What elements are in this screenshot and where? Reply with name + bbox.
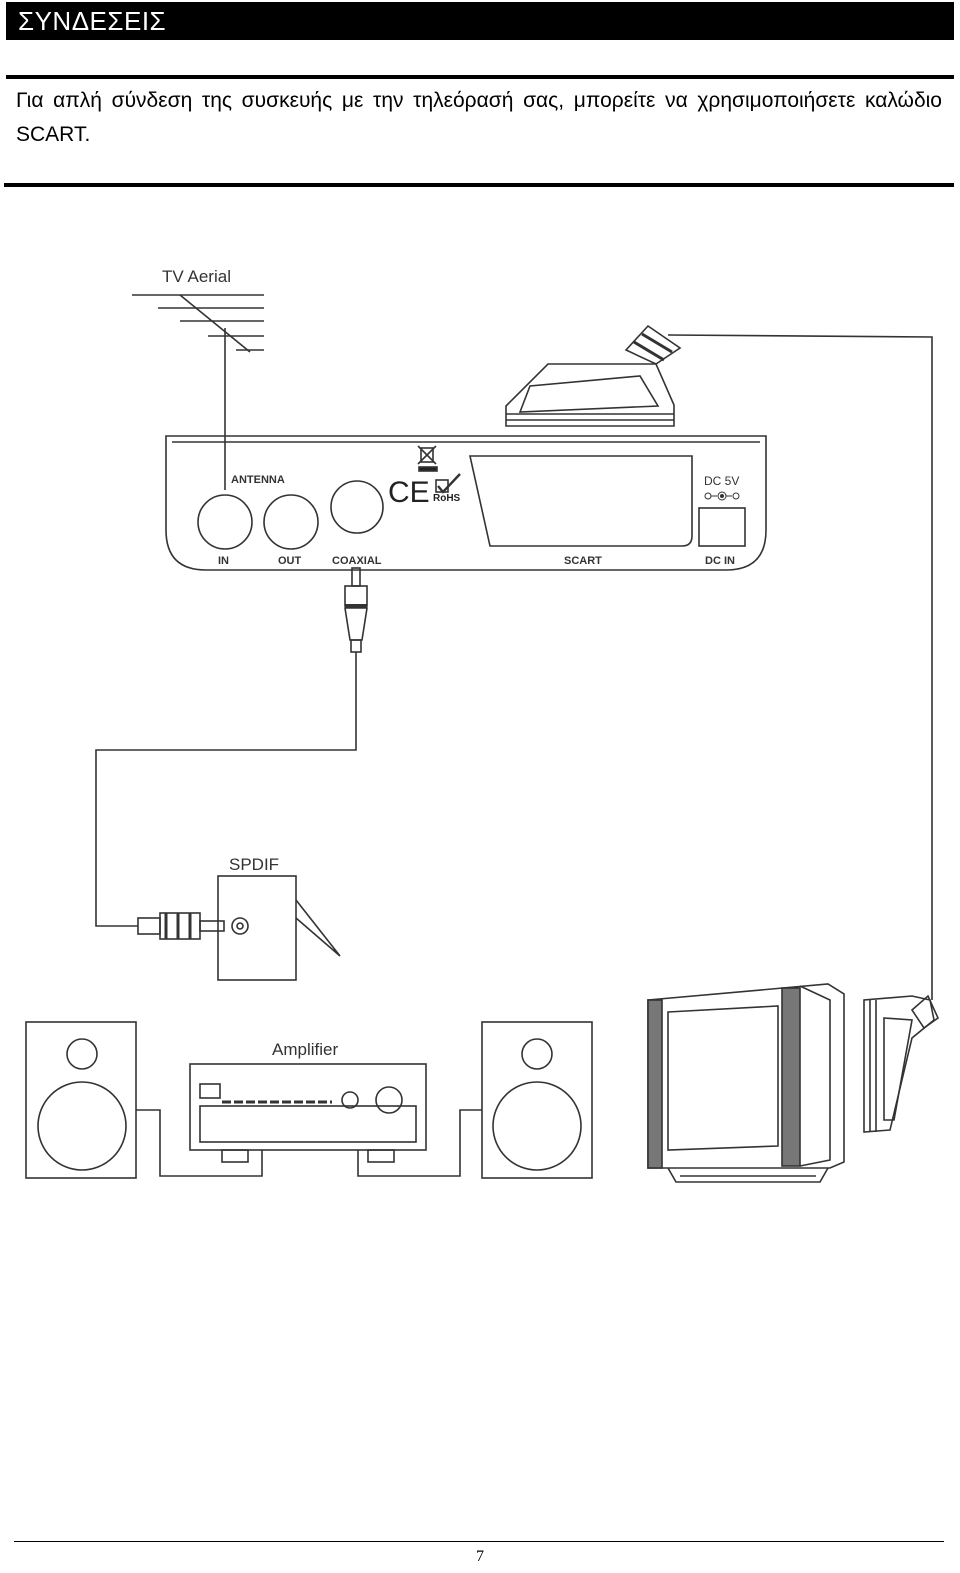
dc-in-jack-icon xyxy=(698,507,746,547)
receiver-back-panel xyxy=(165,435,767,571)
spdif-label: SPDIF xyxy=(229,855,279,874)
scart-cable xyxy=(667,334,933,1000)
connection-diagram: TV Aerial ANTENNA IN OUT COAXIAL CE RoHS… xyxy=(25,267,940,1183)
rohs-check-icon xyxy=(435,473,461,494)
rohs-mark: RoHS xyxy=(433,493,461,504)
scart-plug-icon xyxy=(505,324,682,427)
dc-in-label: DC IN xyxy=(705,555,735,567)
tv-aerial-label: TV Aerial xyxy=(162,267,231,286)
dc-voltage-label: DC 5V xyxy=(704,474,739,488)
tv-aerial-icon xyxy=(132,294,264,490)
right-speaker-wire xyxy=(357,1109,482,1177)
coaxial-port-label: COAXIAL xyxy=(332,555,382,567)
dc-polarity-icon xyxy=(704,491,740,501)
in-port-label: IN xyxy=(218,555,229,567)
page-number: 7 xyxy=(476,1548,484,1565)
section-title: ΣΥΝΔΕΣΕΙΣ xyxy=(18,6,167,36)
intro-paragraph: Για απλή σύνδεση της συσκευής με την τηλ… xyxy=(16,89,942,146)
antenna-label: ANTENNA xyxy=(231,474,285,486)
spdif-rca-plug-icon xyxy=(137,912,249,940)
left-speaker-wire xyxy=(136,1109,263,1177)
section-header: ΣΥΝΔΕΣΕΙΣ xyxy=(6,2,954,40)
left-speaker-icon xyxy=(25,1021,137,1179)
ce-mark: CE xyxy=(388,476,430,509)
scart-socket-icon xyxy=(469,455,693,547)
antenna-out-port-icon xyxy=(263,494,319,550)
weee-bin-icon xyxy=(417,445,438,472)
television-icon xyxy=(647,983,845,1183)
amplifier-label: Amplifier xyxy=(272,1040,338,1059)
spdif-input-box xyxy=(217,875,297,981)
right-speaker-icon xyxy=(481,1021,593,1179)
spdif-box-pointer xyxy=(295,899,341,957)
top-divider xyxy=(6,75,954,79)
rca-plug-icon xyxy=(344,567,368,653)
amplifier-icon xyxy=(189,1063,427,1163)
bottom-divider xyxy=(4,183,954,187)
footer-divider xyxy=(14,1541,944,1542)
scart-socket-label: SCART xyxy=(564,555,602,567)
coaxial-port-icon xyxy=(330,480,384,534)
coaxial-cable xyxy=(95,652,357,927)
antenna-in-port-icon xyxy=(197,494,253,550)
out-port-label: OUT xyxy=(278,555,302,567)
tv-scart-plug-icon xyxy=(863,994,940,1133)
